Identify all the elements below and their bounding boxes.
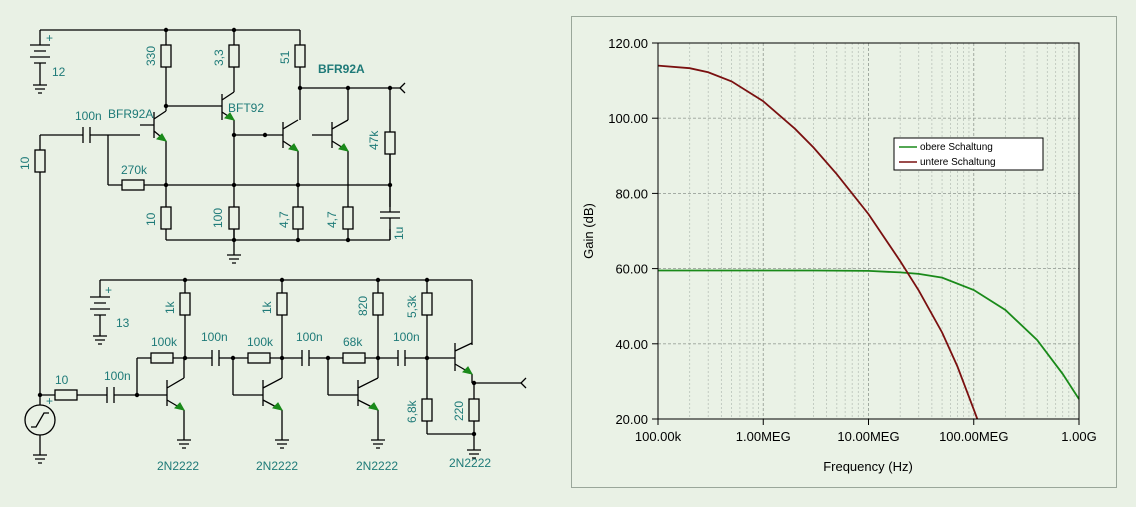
series-lines <box>657 64 1080 420</box>
label-q3-bottom: 2N2222 <box>356 459 398 473</box>
label-r270k: 270k <box>121 163 148 177</box>
y-tick-label: 40.00 <box>615 337 648 352</box>
label-c1u: 1u <box>392 227 406 240</box>
label-r3-3: 3,3 <box>212 49 226 66</box>
battery-top-plus: + <box>46 31 53 45</box>
legend: obere Schaltung untere Schaltung <box>893 137 1044 171</box>
label-r820: 820 <box>356 296 370 316</box>
plot-window: 100.00k 1.00MEG 10.00MEG 100.00MEG 1.00G 20.0… <box>571 16 1117 488</box>
label-r1k-b: 1k <box>260 300 274 314</box>
x-axis-label: Frequency (Hz) <box>823 459 913 474</box>
y-axis-label: Gain (dB) <box>581 203 596 259</box>
x-tick-label: 1.00MEG <box>736 429 791 444</box>
x-tick-label: 100.00MEG <box>939 429 1008 444</box>
label-c1-bottom: 100n <box>201 330 228 344</box>
series-line-obere <box>658 269 1080 400</box>
label-r10-left: 10 <box>18 156 32 170</box>
plot-area-border <box>657 42 1080 420</box>
label-r220: 220 <box>452 401 466 421</box>
label-q2-top: BFT92 <box>228 101 264 115</box>
source-plus: + <box>46 394 53 408</box>
circuit-schematics: + 12 330 3,3 51 BFR92A BFR92A BFT92 100n… <box>18 27 527 473</box>
axis-ticks: 100.00k 1.00MEG 10.00MEG 100.00MEG 1.00G 20.0… <box>608 36 1096 444</box>
label-r68k: 68k <box>343 335 363 349</box>
label-q1-top: BFR92A <box>108 107 153 121</box>
label-q4-bottom: 2N2222 <box>449 456 491 470</box>
label-r330: 330 <box>144 46 158 66</box>
label-source-resistor: 10 <box>55 373 69 387</box>
battery-top-value: 12 <box>52 65 66 79</box>
y-tick-label: 100.00 <box>608 111 648 126</box>
label-q2-bottom: 2N2222 <box>256 459 298 473</box>
label-r100k-a: 100k <box>151 335 178 349</box>
gain-frequency-chart: 100.00k 1.00MEG 10.00MEG 100.00MEG 1.00G 20.0… <box>581 36 1097 474</box>
label-r47k: 47k <box>367 130 381 150</box>
x-tick-label: 1.00G <box>1061 429 1096 444</box>
grid <box>657 42 1080 420</box>
x-tick-label: 100.00k <box>635 429 682 444</box>
label-r1k-a: 1k <box>163 300 177 314</box>
label-q34: BFR92A <box>318 62 365 76</box>
series-line-untere <box>657 64 979 420</box>
y-tick-label: 20.00 <box>615 412 648 427</box>
label-q1-bottom: 2N2222 <box>157 459 199 473</box>
battery-bottom-plus: + <box>105 283 112 297</box>
x-tick-label: 10.00MEG <box>837 429 899 444</box>
legend-label-untere: untere Schaltung <box>920 157 996 168</box>
label-r10-bottom: 10 <box>144 212 158 226</box>
label-r51: 51 <box>278 50 292 64</box>
label-r5-3k: 5,3k <box>405 294 419 318</box>
y-tick-label: 60.00 <box>615 262 648 277</box>
label-r6-8k: 6,8k <box>405 399 419 423</box>
label-r100k-b: 100k <box>247 335 274 349</box>
label-r100: 100 <box>211 208 225 228</box>
y-tick-label: 80.00 <box>615 186 648 201</box>
legend-box <box>893 137 1044 171</box>
y-tick-label: 120.00 <box>608 36 648 51</box>
legend-label-obere: obere Schaltung <box>920 142 993 153</box>
label-r4-7a: 4,7 <box>277 211 291 228</box>
battery-bottom-value: 13 <box>116 316 130 330</box>
label-c3-bottom: 100n <box>393 330 420 344</box>
label-r4-7b: 4,7 <box>325 211 339 228</box>
label-c2-bottom: 100n <box>296 330 323 344</box>
label-c4-bottom: 100n <box>104 369 131 383</box>
label-c100n-top: 100n <box>75 109 102 123</box>
